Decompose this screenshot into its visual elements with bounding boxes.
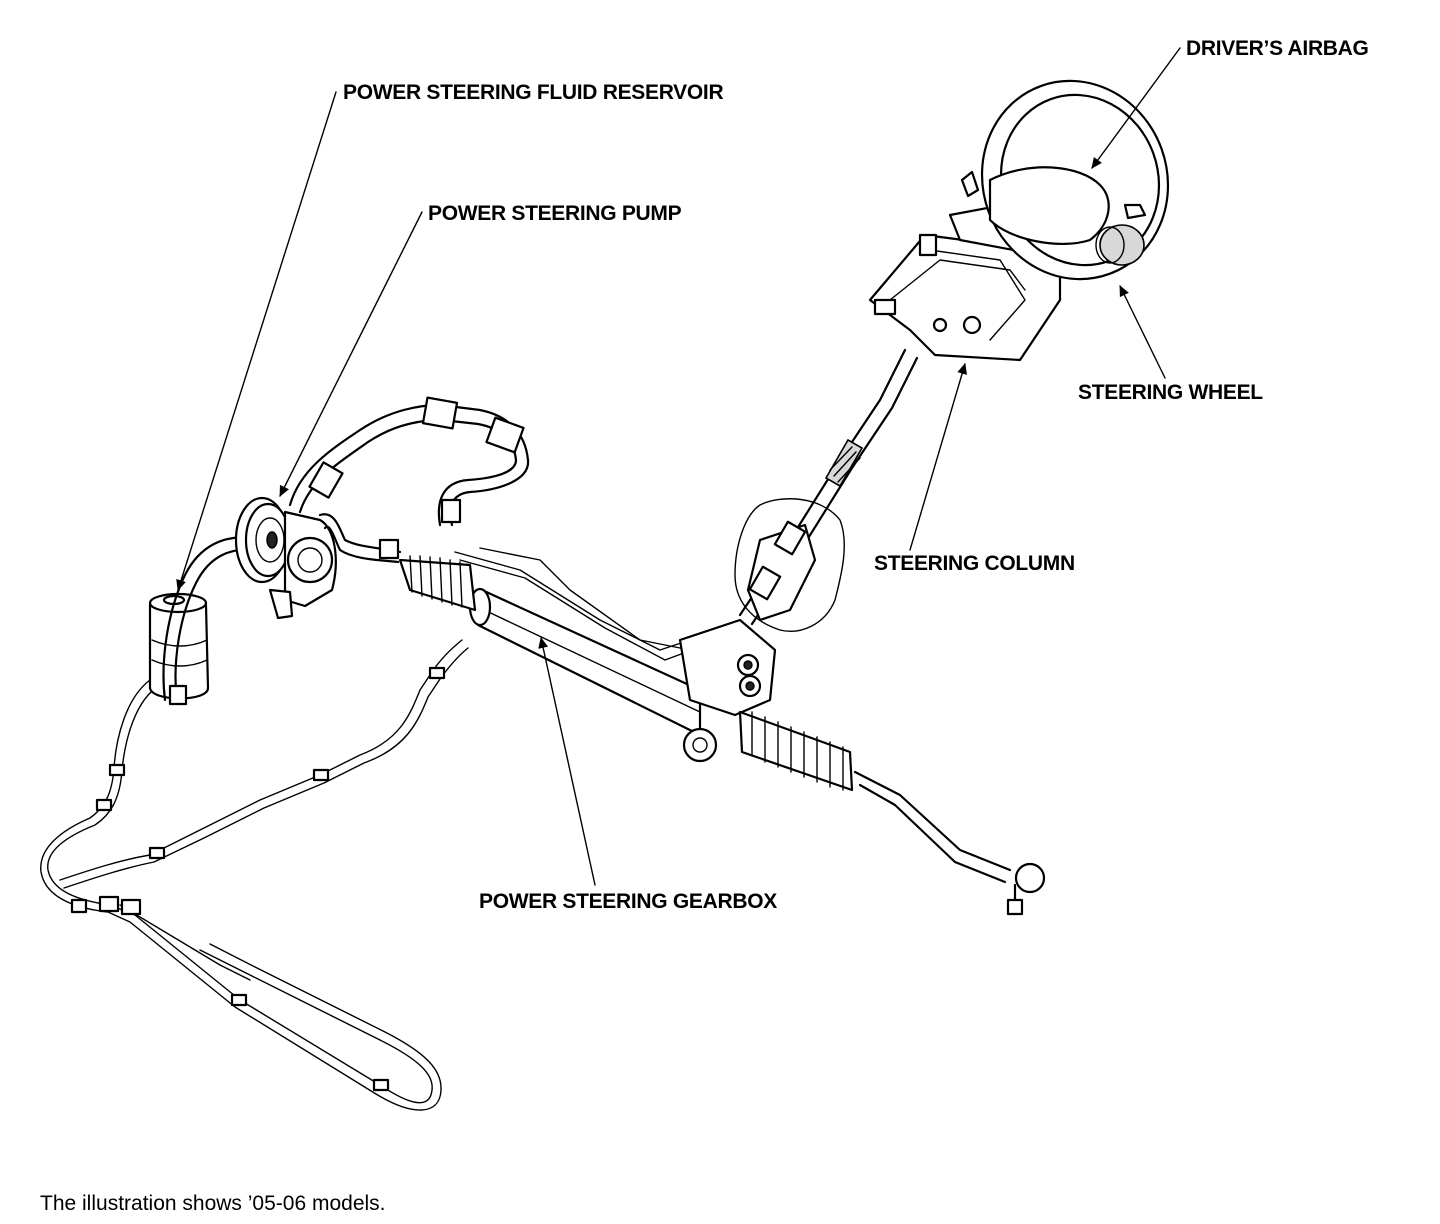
steering-wheel xyxy=(960,79,1170,281)
leader-reservoir xyxy=(176,91,337,591)
figure-caption: The illustration shows ’05-06 models. xyxy=(40,1192,386,1215)
label-drivers-airbag: DRIVER’S AIRBAG xyxy=(1186,37,1369,60)
steering-shaft xyxy=(734,348,919,632)
cooler-lines xyxy=(40,639,469,1111)
leader-wheel xyxy=(1119,285,1166,379)
leader-gearbox xyxy=(538,637,596,886)
steering-gearbox xyxy=(398,547,1046,916)
label-steering-wheel: STEERING WHEEL xyxy=(1078,381,1263,404)
label-power-steering-pump: POWER STEERING PUMP xyxy=(428,202,682,225)
pressure-hose xyxy=(288,396,530,564)
leader-column xyxy=(909,363,967,551)
label-power-steering-gearbox: POWER STEERING GEARBOX xyxy=(479,890,777,913)
right-boot xyxy=(738,710,854,792)
label-steering-column: STEERING COLUMN xyxy=(874,552,1075,575)
fluid-reservoir xyxy=(148,536,254,706)
label-fluid-reservoir: POWER STEERING FLUID RESERVOIR xyxy=(343,81,724,104)
leader-lines xyxy=(176,47,1181,886)
leader-pump xyxy=(279,211,423,497)
left-boot xyxy=(398,555,477,612)
power-steering-pump xyxy=(234,496,337,620)
leader-airbag xyxy=(1091,47,1181,169)
